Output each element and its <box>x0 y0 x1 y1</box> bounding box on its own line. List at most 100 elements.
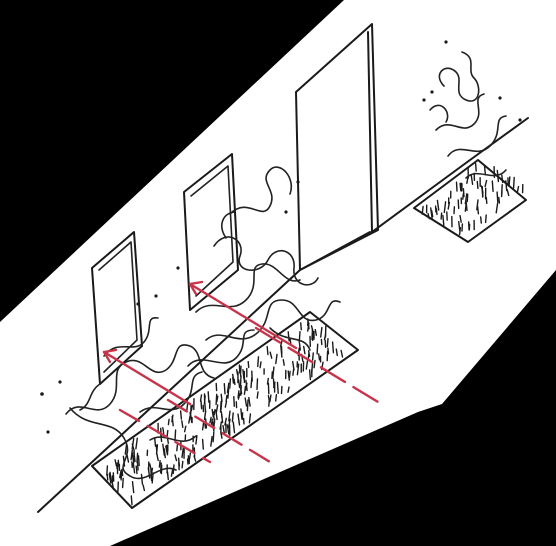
grass-stroke <box>287 331 290 342</box>
grass-stroke <box>213 408 216 416</box>
grass-stroke <box>224 417 228 426</box>
grass-stroke <box>300 322 302 331</box>
grass-stroke <box>298 342 301 351</box>
grass-stroke <box>108 473 112 484</box>
grass-stroke <box>335 348 338 357</box>
grass-stroke <box>248 413 252 424</box>
grass-stroke <box>430 207 433 220</box>
grass-stroke <box>455 181 458 192</box>
grass-stroke <box>189 412 193 423</box>
shrub-middle <box>187 166 341 367</box>
grass-stroke <box>106 473 109 481</box>
rear-bed-grass <box>421 162 524 236</box>
grass-stroke <box>203 395 206 405</box>
grass-stroke <box>326 338 329 348</box>
grass-stroke <box>266 377 269 385</box>
scatter-dots <box>40 40 522 434</box>
shrub-rear <box>429 51 507 179</box>
grass-stroke <box>237 379 241 389</box>
grass-stroke <box>245 379 248 392</box>
grass-stroke <box>307 322 310 332</box>
grass-stroke <box>154 438 157 447</box>
grass-stroke <box>232 421 236 434</box>
grass-stroke <box>275 394 278 402</box>
grass-stroke <box>483 164 486 175</box>
grass-stroke <box>474 162 477 172</box>
arrow-lower-3 <box>254 326 380 404</box>
grass-stroke <box>481 187 484 198</box>
grass-stroke <box>485 196 488 205</box>
grass-stroke <box>311 352 314 361</box>
grass-stroke <box>233 396 236 407</box>
grass-stroke <box>167 418 170 426</box>
arrow-into-middle-window <box>188 280 298 350</box>
grass-stroke <box>457 199 460 210</box>
grass-stroke <box>239 387 243 395</box>
grass-stroke <box>158 460 161 468</box>
grass-stroke <box>327 347 330 355</box>
grass-stroke <box>211 408 214 418</box>
grass-stroke <box>308 369 312 381</box>
rear-planting-bed <box>413 159 527 243</box>
grass-stroke <box>233 378 236 386</box>
grass-stroke <box>476 199 479 211</box>
grass-stroke <box>163 448 167 459</box>
grass-stroke <box>135 437 139 450</box>
grass-stroke <box>498 196 501 204</box>
grass-stroke <box>323 333 327 341</box>
grass-stroke <box>491 180 494 193</box>
grass-stroke <box>465 201 468 212</box>
grass-stroke <box>209 416 212 424</box>
grass-stroke <box>231 412 234 423</box>
grass-stroke <box>244 397 248 407</box>
grass-stroke <box>187 455 191 465</box>
grass-stroke <box>227 387 230 399</box>
grass-stroke <box>476 205 480 215</box>
grass-stroke <box>156 452 159 462</box>
grass-stroke <box>181 460 184 469</box>
grass-stroke <box>155 444 158 452</box>
grass-stroke <box>170 469 174 477</box>
grass-stroke <box>220 399 223 411</box>
grass-stroke <box>256 378 259 390</box>
grass-stroke <box>303 345 306 355</box>
grass-stroke <box>119 469 123 479</box>
grass-stroke <box>248 396 251 407</box>
grass-stroke <box>314 329 317 336</box>
grass-stroke <box>427 212 430 220</box>
grass-stroke <box>179 410 183 420</box>
shrub-left <box>65 317 215 480</box>
grass-stroke <box>215 393 218 406</box>
front-planting-bed <box>91 311 359 509</box>
grass-stroke <box>162 427 165 435</box>
grass-stroke <box>318 353 321 361</box>
grass-stroke <box>131 481 135 494</box>
grass-stroke <box>183 425 187 433</box>
grass-stroke <box>436 199 440 211</box>
grass-stroke <box>111 481 115 491</box>
grass-stroke <box>276 381 279 394</box>
grass-stroke <box>296 363 300 376</box>
grass-stroke <box>266 345 269 356</box>
left-window <box>91 231 143 385</box>
grass-stroke <box>506 189 510 197</box>
grass-stroke <box>226 424 230 435</box>
grass-stroke <box>313 359 316 369</box>
grass-stroke <box>228 410 231 422</box>
grass-stroke <box>200 400 203 410</box>
grass-stroke <box>142 484 146 492</box>
grass-stroke <box>124 443 128 455</box>
grass-stroke <box>215 404 219 414</box>
grass-stroke <box>199 394 203 402</box>
grass-stroke <box>476 180 479 190</box>
grass-stroke <box>225 394 228 403</box>
grass-stroke <box>121 477 124 489</box>
grass-stroke <box>458 220 461 232</box>
grass-stroke <box>512 176 515 189</box>
grass-stroke <box>126 454 130 463</box>
grass-stroke <box>237 413 241 426</box>
grass-stroke <box>174 454 178 462</box>
grass-stroke <box>421 205 424 215</box>
grass-stroke <box>203 410 207 420</box>
grass-stroke <box>222 424 226 434</box>
